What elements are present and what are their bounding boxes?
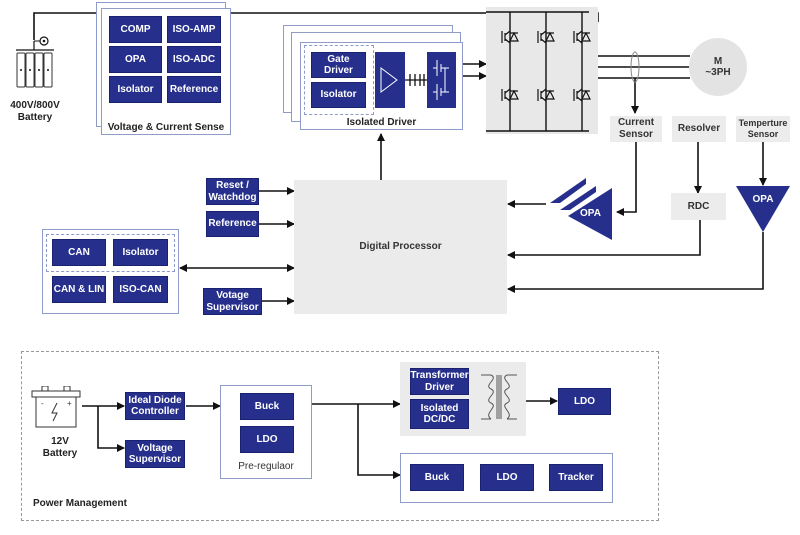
12v-battery-icon: - + <box>31 386 81 428</box>
rail-buck-block[interactable]: Buck <box>410 464 464 491</box>
reset-line1: Reset / <box>216 180 249 191</box>
resolver[interactable]: Resolver <box>672 116 726 142</box>
hv-battery-title: Battery <box>17 112 53 123</box>
transformer-line1: Transformer <box>410 370 469 381</box>
ideal-diode-line2: Controller <box>131 406 179 417</box>
current-sensor[interactable]: Current Sensor <box>610 116 662 142</box>
comms-dashed-group <box>46 234 175 272</box>
inverter-bridge <box>486 7 598 134</box>
current-opa-icon <box>550 178 612 240</box>
rdc-block[interactable]: RDC <box>671 193 726 220</box>
temp-sensor-line1: Temperture <box>738 118 788 129</box>
svg-text:+: + <box>67 399 72 408</box>
power-management-title: Power Management <box>33 498 127 509</box>
gate-driver-block[interactable]: Gate Driver <box>311 52 366 78</box>
isolated-driver-title: Isolated Driver <box>346 117 417 128</box>
12v-battery-label: 12V Battery <box>35 436 85 460</box>
hv-battery-voltage: 400V/800V <box>10 100 60 111</box>
temp-sensor-line2: Sensor <box>747 129 779 139</box>
temp-opa-icon <box>736 186 790 232</box>
isolation-barrier-icon <box>375 52 456 108</box>
current-opa-label: OPA <box>580 208 601 219</box>
comp-block[interactable]: COMP <box>109 16 162 43</box>
current-sensor-line2: Sensor <box>619 129 653 140</box>
svg-text:-: - <box>41 399 44 408</box>
transformer-line2: Driver <box>425 381 454 393</box>
reset-line2: Watchdog <box>208 191 257 203</box>
12v-battery-voltage: 12V <box>51 436 69 447</box>
reference-block[interactable]: Reference <box>167 76 221 103</box>
motor-phase: ~3PH <box>705 67 731 78</box>
iso-amp-block[interactable]: ISO-AMP <box>167 16 221 43</box>
iso-adc-block[interactable]: ISO-ADC <box>167 46 221 73</box>
transformer-icon <box>481 374 517 420</box>
ideal-diode-controller-block[interactable]: Ideal Diode Controller <box>125 392 185 420</box>
iso-ldo-block[interactable]: LDO <box>558 388 611 415</box>
pm-voltage-supervisor-block[interactable]: Voltage Supervisor <box>125 440 185 468</box>
dcdc-line2: DC/DC <box>423 414 456 425</box>
reference-input-block[interactable]: Reference <box>206 211 259 237</box>
transformer-driver-block[interactable]: Transformer Driver <box>410 368 469 395</box>
driver-isolator-block[interactable]: Isolator <box>311 82 366 108</box>
can-lin-block[interactable]: CAN & LIN <box>52 276 106 303</box>
hv-battery-label: 400V/800V Battery <box>0 100 70 124</box>
12v-battery-title: Battery <box>42 448 78 459</box>
reset-watchdog-block[interactable]: Reset / Watchdog <box>206 178 259 205</box>
digital-processor[interactable]: Digital Processor <box>294 180 507 314</box>
rail-ldo-block[interactable]: LDO <box>480 464 534 491</box>
preregulator-title: Pre-regulaor <box>238 461 294 472</box>
supervisor-line1: Votage <box>216 290 249 301</box>
ideal-diode-line1: Ideal Diode <box>128 394 182 406</box>
dcdc-line1: Isolated <box>420 402 459 414</box>
motor-label: M <box>713 56 723 67</box>
pm-supervisor-line1: Voltage <box>137 442 173 454</box>
supervisor-line2: Supervisor <box>206 301 259 313</box>
iso-can-block[interactable]: ISO-CAN <box>113 276 168 303</box>
opa-block[interactable]: OPA <box>109 46 162 73</box>
hv-battery-icon <box>16 36 54 88</box>
can-block[interactable]: CAN <box>52 239 106 266</box>
temp-opa-label: OPA <box>752 194 774 205</box>
isolated-dcdc-block[interactable]: Isolated DC/DC <box>410 399 469 429</box>
power-management-group <box>21 351 659 521</box>
vcs-title: Voltage & Current Sense <box>107 122 225 133</box>
driver-dashed-group <box>304 45 374 115</box>
prereg-ldo-block[interactable]: LDO <box>240 426 294 453</box>
current-sensor-line1: Current <box>617 117 655 128</box>
prereg-buck-block[interactable]: Buck <box>240 393 294 420</box>
comms-isolator-block[interactable]: Isolator <box>113 239 168 266</box>
temperature-sensor[interactable]: Temperture Sensor <box>736 116 790 142</box>
motor: M ~3PH <box>689 38 747 96</box>
pm-supervisor-line2: Supervisor <box>128 454 182 465</box>
votage-supervisor-block[interactable]: Votage Supervisor <box>203 288 262 315</box>
tracker-block[interactable]: Tracker <box>549 464 603 491</box>
isolator-block[interactable]: Isolator <box>109 76 162 103</box>
